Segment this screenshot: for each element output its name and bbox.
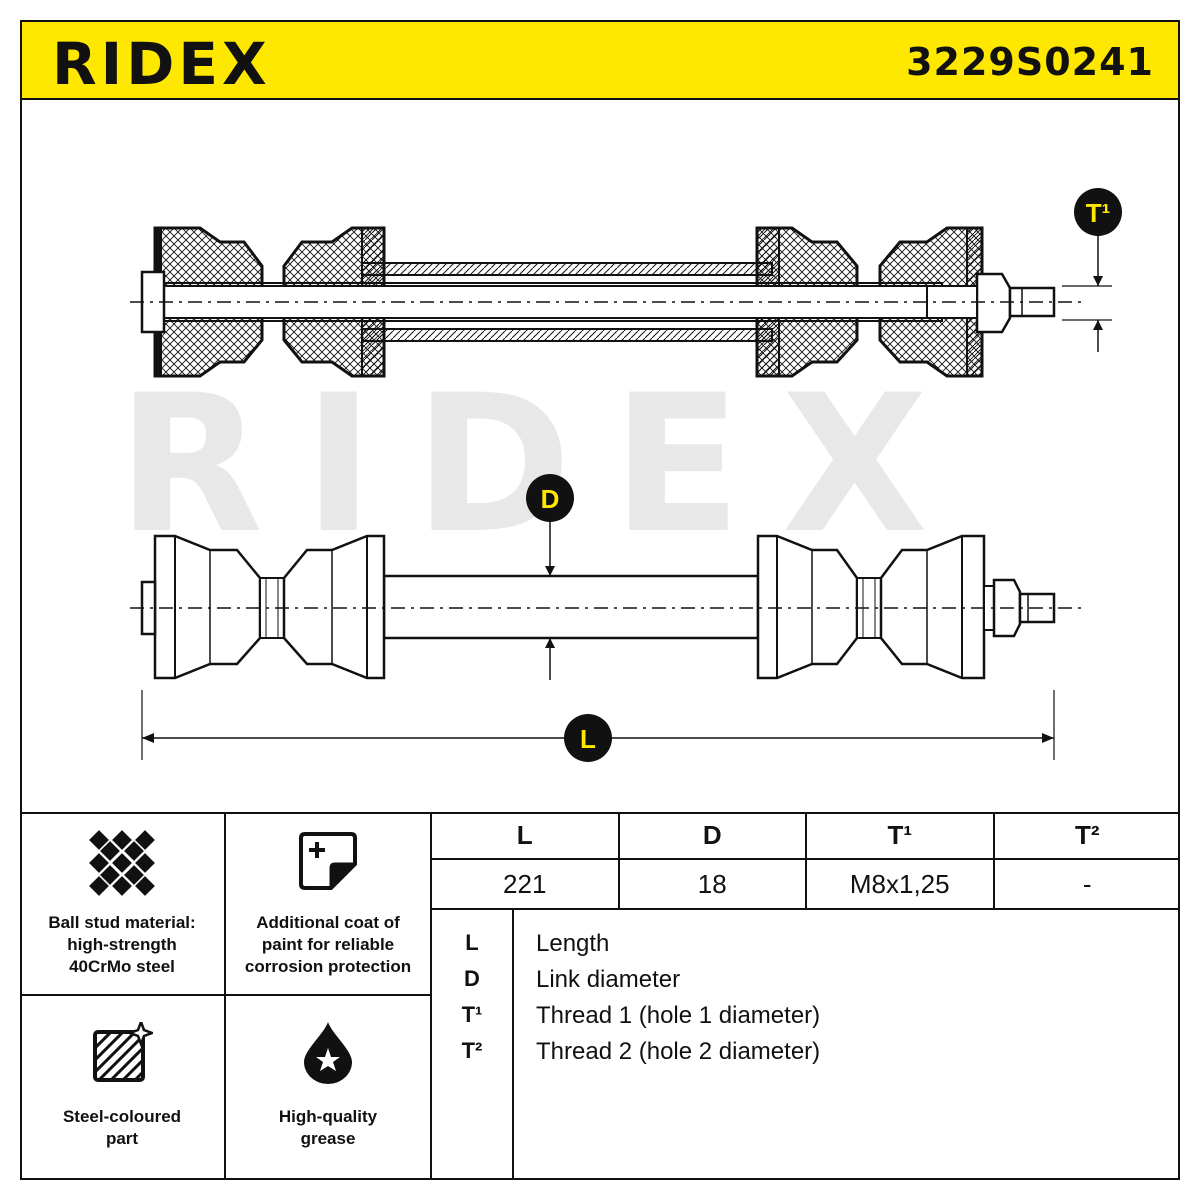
value-cell: 18: [620, 860, 807, 908]
brand-logo: RIDEX: [52, 30, 271, 98]
feature-paint-coat: Additional coat of paint for reliable co…: [226, 812, 432, 996]
header-cell: T²: [1074, 819, 1100, 850]
section-view: [130, 226, 1112, 378]
callout-t1: T¹: [1074, 188, 1122, 236]
legend: L Length D Link diameter T¹ Thread 1 (ho…: [432, 910, 1180, 1180]
feature-ball-stud: Ball stud material: high-strength 40CrMo…: [20, 812, 226, 996]
legend-key: T²: [461, 1038, 483, 1063]
value-cell: -: [1082, 868, 1092, 899]
callout-d-label: D: [541, 484, 560, 514]
grease-drop-icon: [304, 1022, 352, 1084]
feature-ball-stud-caption: Ball stud material: high-strength 40CrMo…: [48, 913, 196, 976]
feature-grease: High-quality grease: [226, 996, 432, 1180]
legend-row: T¹ Thread 1 (hole 1 diameter): [432, 1002, 1180, 1038]
feature-grease-caption: High-quality grease: [278, 1107, 378, 1148]
mesh-pattern-icon: [89, 830, 155, 896]
legend-row: L Length: [432, 930, 1180, 966]
side-view: [130, 520, 1082, 760]
legend-key: L: [465, 930, 479, 955]
callout-d: D: [526, 474, 574, 522]
spec-panel: Ball stud material: high-strength 40CrMo…: [20, 812, 1180, 1180]
panel-vertical-rule: [430, 812, 432, 1180]
dimension-table-header: L D T¹ T²: [432, 812, 1180, 860]
feature-steel-coloured: Steel-coloured part: [20, 996, 226, 1180]
paint-coat-icon: [299, 832, 357, 890]
legend-label: Length: [536, 930, 610, 957]
callout-l-label: L: [580, 724, 596, 754]
value-cell: 221: [432, 860, 620, 908]
header-cell: T¹: [807, 812, 995, 858]
legend-label: Thread 2 (hole 2 diameter): [536, 1038, 821, 1065]
technical-drawing: RIDEX: [117, 188, 1122, 762]
legend-key: T¹: [461, 1002, 483, 1027]
feature-steel-coloured-caption: Steel-coloured part: [62, 1107, 182, 1148]
part-number: 3229S0241: [906, 40, 1154, 84]
dimension-table-values: 221 18 M8x1,25 -: [432, 860, 1180, 908]
watermark-text: RIDEX: [117, 354, 968, 575]
panel-top-rule: [20, 812, 1180, 814]
dimension-table: L D T¹ T² 221 18 M8x1,25 -: [432, 812, 1180, 910]
legend-row: T² Thread 2 (hole 2 diameter): [432, 1038, 1180, 1074]
legend-row: D Link diameter: [432, 966, 1180, 1002]
header-cell: D: [620, 812, 807, 858]
callout-t1-label: T¹: [1086, 198, 1111, 228]
steel-hatch-icon: [93, 1022, 153, 1082]
feature-paint-coat-caption: Additional coat of paint for reliable co…: [244, 913, 412, 976]
legend-label: Thread 1 (hole 1 diameter): [536, 1002, 821, 1029]
header-cell: L: [432, 812, 620, 858]
legend-key: D: [464, 966, 480, 991]
legend-divider: [512, 910, 514, 1180]
legend-label: Link diameter: [536, 966, 681, 993]
callout-l: L: [564, 714, 612, 762]
header-bar: RIDEX 3229S0241: [20, 20, 1180, 100]
value-cell: M8x1,25: [807, 860, 995, 908]
